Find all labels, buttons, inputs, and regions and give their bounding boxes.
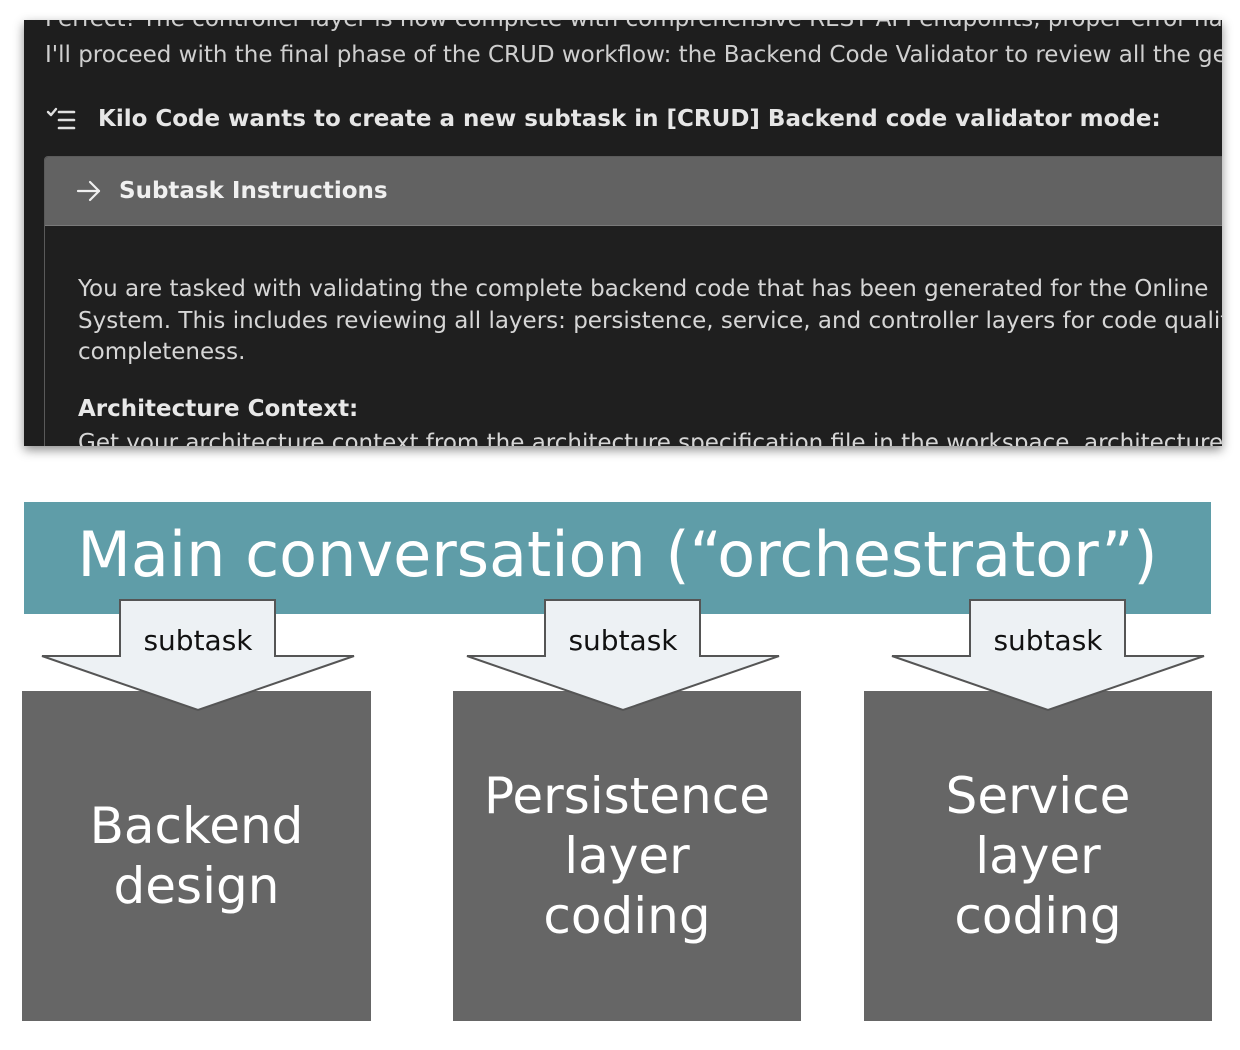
architecture-context-text: Get your architecture context from the a…	[78, 430, 1222, 446]
instructions-line-1: You are tasked with validating the compl…	[78, 276, 1209, 302]
subtask-arrow-label: subtask	[143, 624, 253, 657]
orchestrator-banner	[24, 502, 1211, 614]
box-label-line: layer	[975, 827, 1101, 885]
subtask-instructions-toggle[interactable]: Subtask Instructions	[45, 157, 1222, 226]
box-label-line: layer	[564, 827, 690, 885]
box-persistence-layer-coding: Persistence layer coding	[453, 691, 801, 1021]
orchestrator-title: Main conversation (“orchestrator”)	[77, 518, 1158, 591]
chat-screenshot: Perfect! The controller layer is now com…	[24, 20, 1222, 446]
box-label-line: Backend	[89, 797, 304, 855]
subtask-arrow-label: subtask	[568, 624, 678, 657]
box-service-layer-coding: Service layer coding	[864, 691, 1212, 1021]
subtask-request-text: Kilo Code wants to create a new subtask …	[98, 106, 1161, 132]
assistant-message-line-1: Perfect! The controller layer is now com…	[45, 20, 1222, 32]
instructions-line-3: completeness.	[78, 339, 246, 365]
box-label-line: coding	[954, 887, 1122, 945]
subtask-instructions-card: Subtask Instructions	[44, 156, 1222, 446]
instructions-line-2: System. This includes reviewing all laye…	[78, 307, 1222, 334]
box-label-line: coding	[543, 887, 711, 945]
architecture-context-heading: Architecture Context:	[78, 395, 359, 422]
subtask-arrow-3	[891, 599, 1205, 712]
box-label-line: Service	[945, 767, 1131, 825]
assistant-message-line-2: I'll proceed with the final phase of the…	[45, 42, 1222, 68]
subtask-arrow-1	[41, 599, 355, 712]
subtask-request-header: Kilo Code wants to create a new subtask …	[46, 106, 1161, 132]
subtask-instructions-title: Subtask Instructions	[119, 178, 388, 204]
task-list-icon	[46, 107, 76, 130]
subtask-arrow-2	[466, 599, 780, 712]
box-label-line: design	[113, 857, 280, 915]
box-backend-design: Backend design	[22, 691, 371, 1021]
subtask-instructions-body: You are tasked with validating the compl…	[78, 274, 1222, 446]
box-label-line: Persistence	[484, 767, 770, 825]
subtask-arrow-label: subtask	[993, 624, 1103, 657]
arrow-right-icon	[76, 180, 101, 202]
